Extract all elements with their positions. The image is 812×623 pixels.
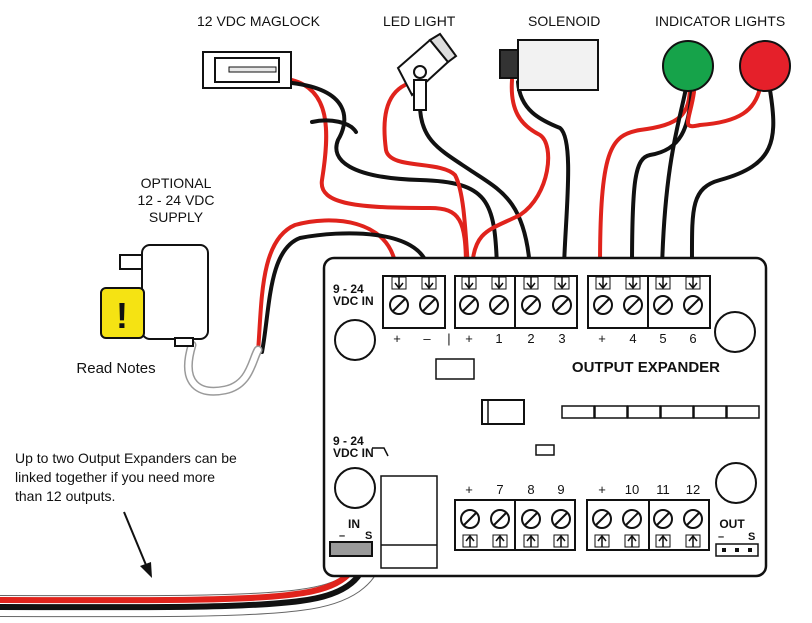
board-title: OUTPUT EXPANDER — [572, 359, 720, 376]
solenoid-label: SOLENOID — [528, 13, 600, 29]
mount-hole-bl — [334, 467, 376, 509]
read-notes-label: Read Notes — [76, 360, 155, 377]
note-line-2: linked together if you need more — [15, 469, 215, 485]
top-terminal-label: 3 — [558, 331, 565, 346]
terminal-screw — [389, 276, 409, 315]
top-terminal-label: 4 — [629, 331, 636, 346]
top-terminal-label: – — [423, 331, 431, 346]
terminal-screw — [623, 276, 643, 315]
indicator-lights-label: INDICATOR LIGHTS — [655, 13, 785, 29]
in-label: IN — [348, 517, 360, 531]
solenoid-black-wire — [516, 80, 571, 270]
maglock-device — [202, 51, 292, 89]
bottom-terminal-label: + — [465, 482, 473, 497]
terminal-screw — [419, 276, 439, 315]
maglock-label: 12 VDC MAGLOCK — [197, 13, 321, 29]
bottom-terminal-labels: + 7 8 9 + 10 11 12 — [465, 482, 700, 497]
indicator-lights-device — [662, 40, 791, 92]
terminal-screw — [593, 276, 613, 315]
read-notes[interactable]: ! Read Notes — [76, 287, 156, 377]
supply-body — [141, 244, 209, 340]
terminal-screw — [551, 509, 571, 548]
top-terminal-label: 2 — [527, 331, 534, 346]
bottom-terminal-label: 12 — [686, 482, 700, 497]
out-signal: S — [748, 531, 755, 543]
mount-hole-tr — [714, 311, 756, 353]
terminal-screw — [622, 509, 642, 548]
supply-label-line2: 12 - 24 VDC — [137, 192, 214, 208]
top-terminal-label: 6 — [689, 331, 696, 346]
supply-plug — [119, 254, 143, 270]
in-signal: S — [365, 530, 372, 542]
bottom-terminal-label: 9 — [557, 482, 564, 497]
board-components — [435, 358, 760, 456]
warning-icon — [100, 287, 145, 339]
led-light-label: LED LIGHT — [383, 13, 456, 29]
supply-label-line1: OPTIONAL — [141, 175, 212, 191]
out-minus: – — [718, 531, 724, 543]
terminal-screw — [592, 509, 612, 548]
ribbon-red — [0, 551, 361, 604]
bottom-terminal-label: 7 — [496, 482, 503, 497]
top-screws — [389, 276, 703, 315]
bottom-terminal-label: 10 — [625, 482, 639, 497]
out-label: OUT — [719, 517, 745, 531]
red-light-red-wire — [686, 86, 762, 129]
led-black-wire — [418, 103, 532, 270]
terminal-screw — [521, 276, 541, 315]
note-arrow — [123, 511, 152, 578]
top-terminal-labels: + – | + 1 2 3 + 4 5 6 — [393, 331, 696, 346]
solenoid-red-wire — [470, 78, 551, 270]
top-terminal-label: | — [447, 331, 450, 346]
out-connector: OUT – S — [715, 517, 759, 557]
power-supply: OPTIONAL 12 - 24 VDC SUPPLY — [119, 175, 215, 347]
note-line-3: than 12 outputs. — [15, 488, 115, 504]
in-connector: IN – S — [329, 447, 438, 569]
top-terminal-label: 1 — [495, 331, 502, 346]
note-line-1: Up to two Output Expanders can be — [15, 450, 237, 466]
output-expander-board: 9 - 24 VDC IN 9 - 24 VDC IN + – | + 1 2 … — [322, 256, 768, 578]
bottom-terminal-label: + — [598, 482, 606, 497]
bottom-screws — [460, 509, 703, 548]
terminal-screw — [489, 276, 509, 315]
led-light-device — [396, 32, 458, 111]
terminal-screw — [460, 509, 480, 548]
wires — [0, 78, 776, 618]
vdc-range-bottom: 9 - 24 — [333, 434, 364, 448]
terminal-screw — [683, 509, 703, 548]
solenoid-device — [499, 39, 599, 91]
top-terminal-label: + — [465, 331, 473, 346]
vdc-in-bottom: VDC IN — [333, 446, 374, 460]
green-red-wire — [598, 83, 692, 270]
bottom-terminal-label: 11 — [656, 482, 670, 497]
red-light-black-wire — [689, 88, 776, 270]
terminal-screw — [552, 276, 572, 315]
supply-label-line3: SUPPLY — [149, 209, 204, 225]
vdc-in-top: VDC IN — [333, 294, 374, 308]
terminal-screw — [683, 276, 703, 315]
top-terminal-label: 5 — [659, 331, 666, 346]
warning-glyph: ! — [116, 295, 128, 336]
ribbon-black — [0, 551, 369, 611]
maglock-loop — [310, 118, 358, 134]
top-terminal-label: + — [598, 331, 606, 346]
green-to-five-wire — [660, 86, 688, 270]
vdc-range-top: 9 - 24 — [333, 282, 364, 296]
mount-hole-br — [715, 462, 757, 504]
terminal-screw — [490, 509, 510, 548]
supply-black-wire — [260, 231, 430, 354]
led-red-wire — [382, 83, 470, 270]
mount-hole-tl — [334, 319, 376, 361]
bottom-terminal-label: 8 — [527, 482, 534, 497]
terminal-screw — [653, 509, 673, 548]
terminal-screw — [653, 276, 673, 315]
in-minus: – — [339, 530, 345, 542]
top-terminal-label: + — [393, 331, 401, 346]
maglock-black-wire — [290, 81, 499, 270]
terminal-screw — [521, 509, 541, 548]
maglock-red-wire — [290, 78, 468, 270]
terminal-screw — [459, 276, 479, 315]
